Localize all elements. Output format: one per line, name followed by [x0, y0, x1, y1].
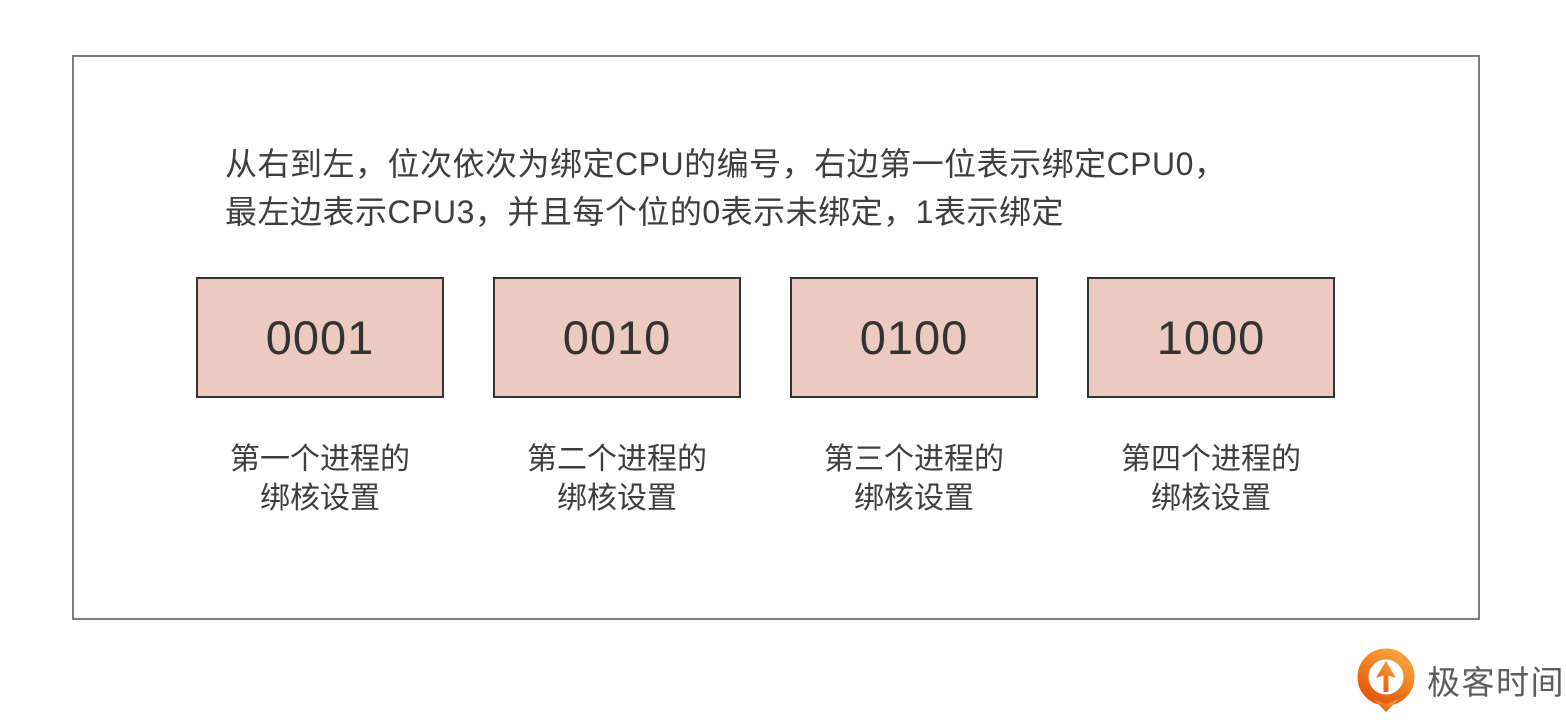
bitmask-label-line-2: 绑核设置 [557, 482, 677, 515]
bitmask-label-line-2: 绑核设置 [1151, 482, 1271, 515]
description-line-2: 最左边表示CPU3，并且每个位的0表示未绑定，1表示绑定 [225, 194, 1064, 230]
bitmask-label-line-1: 第二个进程的 [527, 443, 707, 476]
bitmask-label-2: 第二个进程的 绑核设置 [527, 440, 707, 518]
bitmask-unit-3: 0100 第三个进程的 绑核设置 [790, 277, 1038, 518]
bitmask-box-3: 0100 [790, 277, 1038, 398]
bitmask-value: 0010 [562, 311, 672, 364]
diagram-frame: 从右到左，位次依次为绑定CPU的编号，右边第一位表示绑定CPU0， 最左边表示C… [72, 55, 1480, 620]
bitmask-value: 1000 [1156, 311, 1266, 364]
geektime-logo: 极客时间 [1354, 648, 1565, 718]
bitmask-unit-4: 1000 第四个进程的 绑核设置 [1087, 277, 1335, 518]
bitmask-unit-2: 0010 第二个进程的 绑核设置 [493, 277, 741, 518]
bitmask-box-4: 1000 [1087, 277, 1335, 398]
geektime-logo-text: 极客时间 [1427, 664, 1565, 701]
description-text: 从右到左，位次依次为绑定CPU的编号，右边第一位表示绑定CPU0， 最左边表示C… [225, 140, 1226, 236]
bitmask-box-1: 0001 [196, 277, 444, 398]
bitmask-label-4: 第四个进程的 绑核设置 [1121, 440, 1301, 518]
bitmask-label-line-2: 绑核设置 [260, 482, 380, 515]
bitmask-label-3: 第三个进程的 绑核设置 [824, 440, 1004, 518]
bitmask-label-line-1: 第四个进程的 [1121, 443, 1301, 476]
bitmask-unit-1: 0001 第一个进程的 绑核设置 [196, 277, 444, 518]
bitmask-label-1: 第一个进程的 绑核设置 [230, 440, 410, 518]
geektime-pin-icon [1357, 648, 1415, 712]
bitmask-label-line-2: 绑核设置 [854, 482, 974, 515]
bitmask-value: 0001 [265, 311, 375, 364]
bitmask-box-2: 0010 [493, 277, 741, 398]
bitmask-label-line-1: 第一个进程的 [230, 443, 410, 476]
bitmask-label-line-1: 第三个进程的 [824, 443, 1004, 476]
bitmask-row: 0001 第一个进程的 绑核设置 0010 第二个进程的 绑核设置 0100 [196, 277, 1335, 518]
description-line-1: 从右到左，位次依次为绑定CPU的编号，右边第一位表示绑定CPU0， [225, 146, 1227, 182]
bitmask-value: 0100 [859, 311, 969, 364]
